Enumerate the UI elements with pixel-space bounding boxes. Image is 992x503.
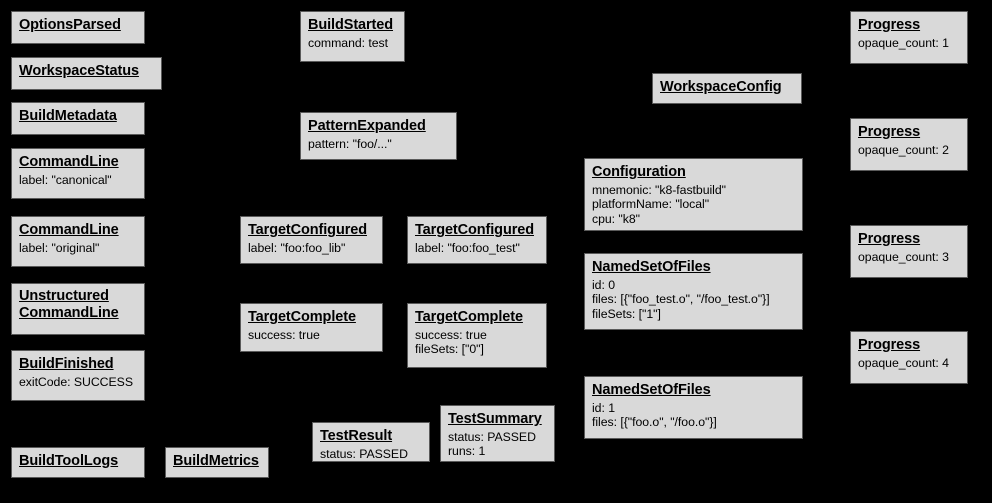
node-progress-4[interactable]: Progress opaque_count: 4 xyxy=(850,331,968,384)
node-fields: label: "foo:foo_lib" xyxy=(248,240,346,255)
node-build-finished[interactable]: BuildFinished exitCode: SUCCESS xyxy=(11,350,145,401)
node-title: Unstructured CommandLine xyxy=(19,288,119,322)
node-named-set-of-files-0[interactable]: NamedSetOfFiles id: 0 files: [{"foo_test.… xyxy=(584,253,803,330)
node-title: TestSummary xyxy=(448,411,542,427)
node-title: OptionsParsed xyxy=(19,17,121,33)
node-progress-2[interactable]: Progress opaque_count: 2 xyxy=(850,118,968,171)
node-command-line-original[interactable]: CommandLine label: "original" xyxy=(11,216,145,267)
node-test-summary[interactable]: TestSummary status: PASSED runs: 1 xyxy=(440,405,555,462)
node-fields: label: "canonical" xyxy=(19,172,112,187)
node-title: Progress xyxy=(858,17,921,33)
node-title: TargetConfigured xyxy=(415,222,534,238)
node-title: WorkspaceConfig xyxy=(660,79,782,95)
node-fields: status: PASSED xyxy=(320,446,408,461)
node-fields: opaque_count: 4 xyxy=(858,355,949,370)
node-unstructured-command-line[interactable]: Unstructured CommandLine xyxy=(11,283,145,335)
node-named-set-of-files-1[interactable]: NamedSetOfFiles id: 1 files: [{"foo.o", "… xyxy=(584,376,803,439)
node-title: BuildMetadata xyxy=(19,108,117,124)
node-fields: label: "foo:foo_test" xyxy=(415,240,520,255)
node-fields: success: true fileSets: ["0"] xyxy=(415,327,487,357)
node-title: CommandLine xyxy=(19,222,119,238)
node-title: TestResult xyxy=(320,428,393,444)
node-title: NamedSetOfFiles xyxy=(592,259,711,275)
node-fields: opaque_count: 1 xyxy=(858,35,949,50)
node-fields: pattern: "foo/..." xyxy=(308,136,392,151)
node-title: BuildToolLogs xyxy=(19,453,119,469)
node-fields: id: 0 files: [{"foo_test.o", "/foo_test.… xyxy=(592,277,770,321)
node-pattern-expanded[interactable]: PatternExpanded pattern: "foo/..." xyxy=(300,112,457,160)
node-title: Progress xyxy=(858,337,921,353)
node-target-complete-foo-test[interactable]: TargetComplete success: true fileSets: ["… xyxy=(407,303,547,368)
node-title: TargetComplete xyxy=(248,309,356,325)
node-build-tool-logs[interactable]: BuildToolLogs xyxy=(11,447,145,478)
node-title: BuildStarted xyxy=(308,17,394,33)
node-test-result[interactable]: TestResult status: PASSED xyxy=(312,422,430,462)
node-fields: id: 1 files: [{"foo.o", "/foo.o"}] xyxy=(592,400,717,430)
node-progress-1[interactable]: Progress opaque_count: 1 xyxy=(850,11,968,64)
node-title: Progress xyxy=(858,124,921,140)
node-title: Progress xyxy=(858,231,921,247)
node-title: TargetConfigured xyxy=(248,222,367,238)
node-fields: exitCode: SUCCESS xyxy=(19,374,133,389)
node-target-complete-foo-lib[interactable]: TargetComplete success: true xyxy=(240,303,383,352)
node-fields: mnemonic: "k8-fastbuild" platformName: "… xyxy=(592,182,726,226)
node-title: BuildMetrics xyxy=(173,453,259,469)
node-configuration[interactable]: Configuration mnemonic: "k8-fastbuild" pl… xyxy=(584,158,803,231)
node-workspace-status[interactable]: WorkspaceStatus xyxy=(11,57,162,90)
node-target-configured-foo-lib[interactable]: TargetConfigured label: "foo:foo_lib" xyxy=(240,216,383,264)
node-fields: opaque_count: 2 xyxy=(858,142,949,157)
node-progress-3[interactable]: Progress opaque_count: 3 xyxy=(850,225,968,278)
node-title: NamedSetOfFiles xyxy=(592,382,711,398)
node-title: CommandLine xyxy=(19,154,119,170)
node-fields: opaque_count: 3 xyxy=(858,249,949,264)
node-fields: success: true xyxy=(248,327,320,342)
node-workspace-config[interactable]: WorkspaceConfig xyxy=(652,73,802,104)
node-command-line-canonical[interactable]: CommandLine label: "canonical" xyxy=(11,148,145,199)
node-build-metrics[interactable]: BuildMetrics xyxy=(165,447,269,478)
node-target-configured-foo-test[interactable]: TargetConfigured label: "foo:foo_test" xyxy=(407,216,547,264)
node-options-parsed[interactable]: OptionsParsed xyxy=(11,11,145,44)
node-title: Configuration xyxy=(592,164,686,180)
node-fields: command: test xyxy=(308,35,388,50)
node-title: BuildFinished xyxy=(19,356,114,372)
node-title: WorkspaceStatus xyxy=(19,63,139,79)
node-title: PatternExpanded xyxy=(308,118,426,134)
node-build-started[interactable]: BuildStarted command: test xyxy=(300,11,405,62)
node-build-metadata[interactable]: BuildMetadata xyxy=(11,102,145,135)
node-fields: status: PASSED runs: 1 xyxy=(448,429,536,459)
node-fields: label: "original" xyxy=(19,240,100,255)
node-title: TargetComplete xyxy=(415,309,523,325)
